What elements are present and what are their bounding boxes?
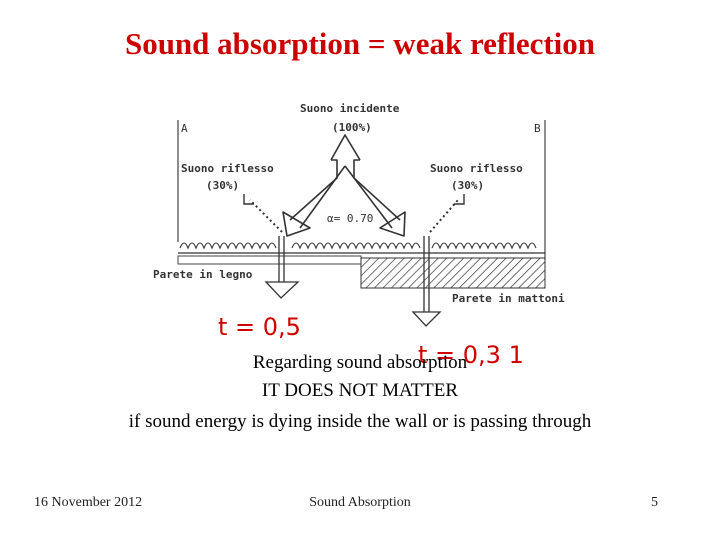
footer-date: 16 November 2012 xyxy=(34,495,143,510)
body-line-2: IT DOES NOT MATTER xyxy=(261,380,459,401)
incident-label-line2: (100%) xyxy=(332,121,372,134)
slide-title: Sound absorption = weak reflection xyxy=(124,26,596,61)
reflected-right-line1: Suono riflesso xyxy=(430,162,523,175)
alpha-label: α= 0.70 xyxy=(327,212,373,225)
transmitted-left-arrow xyxy=(264,236,300,299)
absorber-coils xyxy=(179,242,537,250)
handwritten-right: t = 0,3 1 xyxy=(418,341,524,369)
body-line-1: Regarding sound absorption xyxy=(252,352,468,373)
brick-wall xyxy=(360,257,546,289)
incident-label-line1: Suono incidente xyxy=(300,102,400,115)
transmitted-right-arrow xyxy=(411,236,442,327)
handwritten-left: t = 0,5 xyxy=(218,313,301,341)
reflected-right-line2: (30%) xyxy=(451,179,484,192)
wall-right-label: Parete in mattoni xyxy=(452,292,565,305)
wood-wall xyxy=(177,255,362,265)
footer-title: Sound Absorption xyxy=(309,495,411,510)
reflected-arrows xyxy=(249,199,459,233)
corner-b-label: B xyxy=(534,122,541,135)
footer-page-number: 5 xyxy=(651,495,658,510)
body-line-3: if sound energy is dying inside the wall… xyxy=(128,411,592,432)
reflected-left-arrowhead xyxy=(243,194,254,205)
wall-left-label: Parete in legno xyxy=(153,268,253,281)
incident-arrow xyxy=(282,134,406,237)
corner-a-label: A xyxy=(181,122,188,135)
reflected-right-arrowhead xyxy=(454,194,465,205)
reflected-left-line2: (30%) xyxy=(206,179,239,192)
reflected-left-line1: Suono riflesso xyxy=(181,162,274,175)
